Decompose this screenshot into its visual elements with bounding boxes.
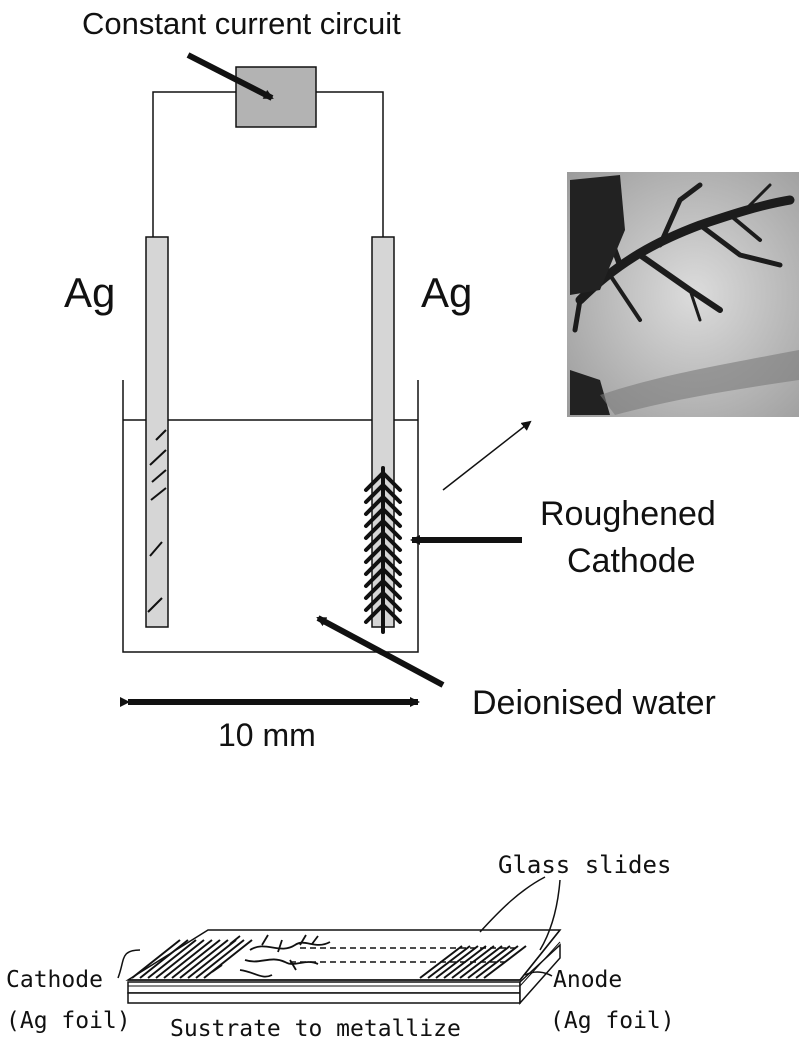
circuit-label: Constant current circuit — [82, 6, 401, 41]
anode-label-line2: (Ag foil) — [550, 1008, 675, 1034]
glass-slides-label: Glass slides — [498, 851, 671, 879]
anode-leader — [524, 971, 553, 977]
glass-leader-2 — [539, 879, 561, 951]
roughened-cathode-growth — [364, 466, 402, 634]
scale-label: 10 mm — [218, 717, 316, 753]
glass-leader — [479, 876, 546, 933]
substrate-top — [127, 981, 521, 994]
beaker — [122, 380, 419, 653]
glass-slide-side-2 — [519, 941, 561, 987]
left-ag-electrode — [145, 236, 169, 628]
left-wire — [152, 91, 236, 237]
left-electrode-hatching — [147, 429, 167, 613]
glass-slide-side — [519, 929, 561, 981]
bottom-cathode-label-line2: (Ag foil) — [6, 1008, 131, 1034]
cathode-label-line2: Cathode — [567, 542, 696, 580]
cell-group: Ag Ag Roughened Cathode Deionised water … — [64, 236, 716, 753]
substrate-front — [127, 992, 521, 1004]
circuit-group: Constant current circuit — [82, 6, 401, 237]
water-label: Deionised water — [472, 684, 716, 722]
anode-foil-hatch — [419, 945, 527, 979]
substrate-label: Sustrate to metallize — [170, 1016, 461, 1042]
circuit-arrow — [186, 52, 274, 101]
right-wire — [316, 91, 384, 237]
cathode-leader — [117, 949, 141, 979]
water-arrow — [316, 615, 445, 688]
constant-current-box — [235, 66, 317, 128]
micrograph-pointer — [442, 420, 532, 491]
slide-dendrites — [211, 934, 331, 978]
dendrite-micrograph — [567, 172, 799, 417]
left-electrode-label: Ag — [64, 269, 115, 316]
cathode-foil-hatch — [131, 939, 253, 979]
cathode-label-line1: Roughened — [540, 495, 716, 533]
slide-assembly: Glass slides Cathode (Ag foil) Anode (Ag… — [6, 851, 675, 1042]
anode-label-line1: Anode — [553, 967, 622, 993]
bottom-cathode-label-line1: Cathode — [6, 967, 103, 993]
right-electrode-label: Ag — [421, 269, 472, 316]
